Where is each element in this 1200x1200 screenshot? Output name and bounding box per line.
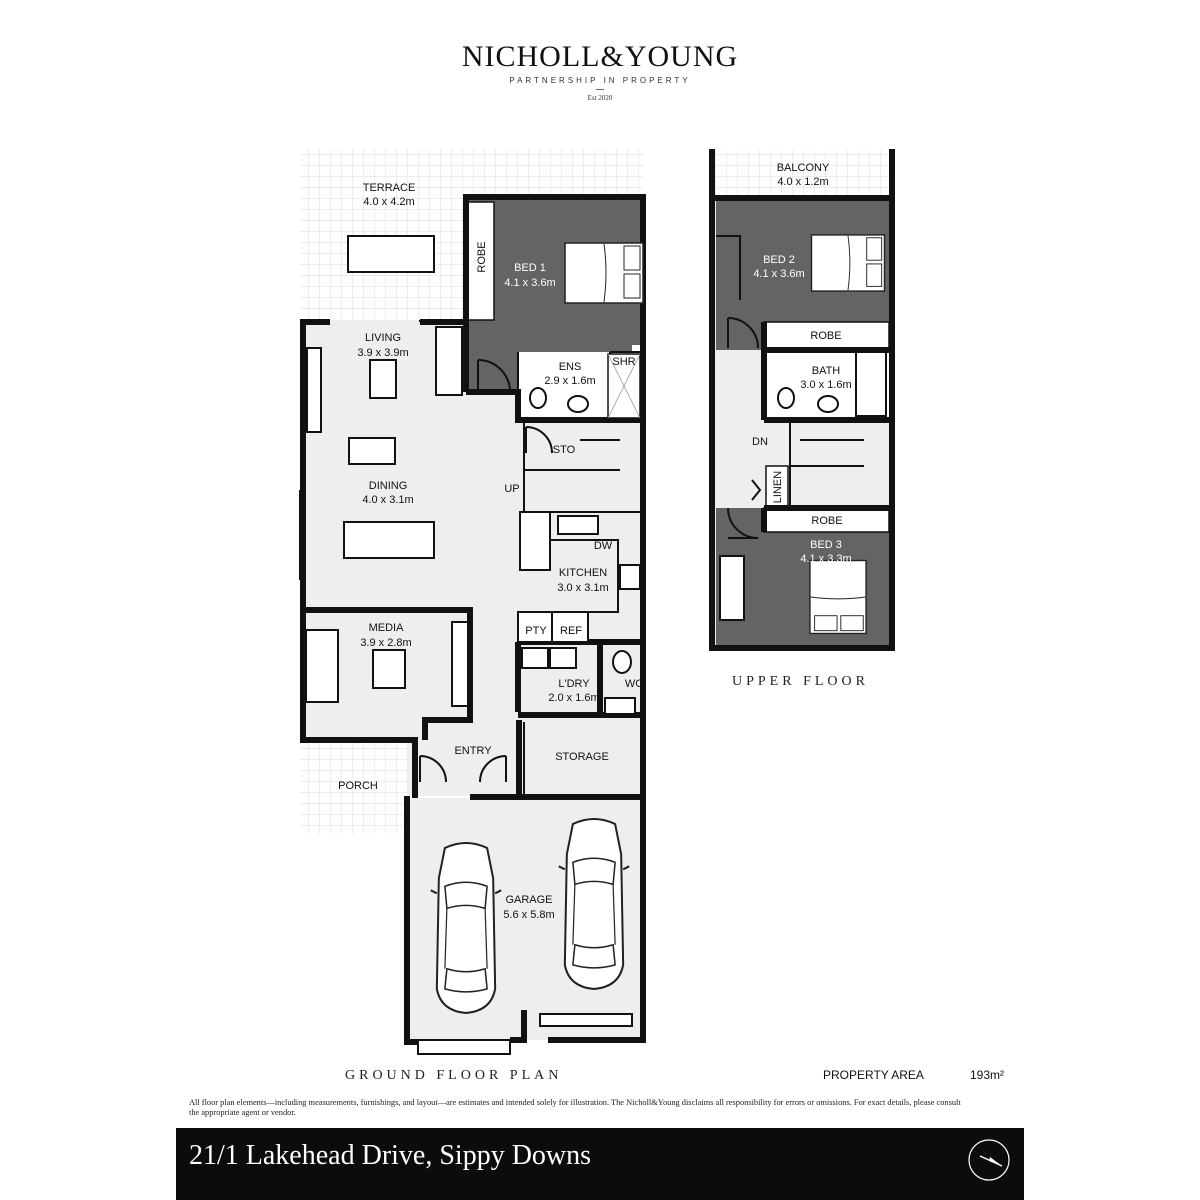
ground-fixtures [299, 235, 641, 1055]
property-address: 21/1 Lakehead Drive, Sippy Downs [189, 1140, 592, 1171]
brand-established: Est 2020 [587, 94, 613, 102]
robe-label: ROBE [476, 241, 488, 272]
upper-walls [709, 149, 895, 651]
brand-tagline: PARTNERSHIP IN PROPERTY [509, 76, 691, 85]
ground-walls [300, 194, 646, 1045]
wc-label: WC [625, 678, 643, 690]
ensuite-size: 2.9 x 1.6m [544, 375, 595, 387]
kitchen-label: KITCHEN [559, 567, 607, 579]
garage-car-left [430, 841, 502, 1014]
ground-floor: TERRACE 4.0 x 4.2m BED 1 4.1 x 3.6m ROBE… [299, 149, 646, 1055]
ground-floor-title: GROUND FLOOR PLAN [345, 1068, 563, 1083]
dining-label: DINING [369, 480, 408, 492]
garage-size: 5.6 x 5.8m [503, 909, 554, 921]
ensuite-label: ENS [559, 361, 582, 373]
bed2-bed [810, 234, 886, 292]
balcony-area [714, 150, 892, 196]
bed3-bed [809, 559, 867, 635]
brand-header: NICHOLL&YOUNG PARTNERSHIP IN PROPERTY Es… [0, 40, 1200, 102]
shower-drain-lines [607, 353, 641, 419]
fridge-label: REF [560, 625, 582, 637]
laundry-size: 2.0 x 1.6m [548, 692, 599, 704]
upper-floor: BALCONY 4.0 x 1.2m BED 2 4.1 x 3.6m ROBE… [709, 149, 895, 651]
bed3-label: BED 3 [810, 539, 842, 551]
bed2-label: BED 2 [763, 254, 795, 266]
upper-fixtures [716, 235, 887, 621]
storage-floor [520, 720, 640, 797]
robe-cabinet [465, 201, 495, 321]
kitchen-size: 3.0 x 3.1m [557, 582, 608, 594]
garage-car-right [558, 817, 630, 990]
linen-label: LINEN [772, 471, 784, 503]
property-area-label: PROPERTY AREA [823, 1068, 924, 1082]
footer-bar: 21/1 Lakehead Drive, Sippy Downs [176, 1128, 1024, 1200]
property-area-value: 193m² [970, 1068, 1005, 1082]
pantry-label: PTY [525, 625, 547, 637]
balcony-label: BALCONY [777, 162, 830, 174]
shower-label: SHR [612, 356, 635, 368]
porch-label: PORCH [338, 780, 378, 792]
storage-label: STORAGE [555, 751, 609, 763]
media-label: MEDIA [369, 622, 405, 634]
bed1-size: 4.1 x 3.6m [504, 277, 555, 289]
dishwasher-label: DW [594, 540, 613, 552]
dining-size: 4.0 x 3.1m [362, 494, 413, 506]
living-label: LIVING [365, 332, 401, 344]
stairs-up-label: UP [504, 483, 519, 495]
bath-label: BATH [812, 365, 841, 377]
brand-divider [596, 89, 604, 90]
upper-floor-title: UPPER FLOOR [732, 674, 869, 689]
terrace-size: 4.0 x 4.2m [363, 196, 414, 208]
bath-size: 3.0 x 1.6m [800, 379, 851, 391]
robe2-label: ROBE [810, 330, 841, 342]
compass-icon [968, 1139, 1010, 1181]
bed2-size: 4.1 x 3.6m [753, 268, 804, 280]
terrace-label: TERRACE [363, 182, 416, 194]
laundry-label: L'DRY [558, 678, 590, 690]
garage-label: GARAGE [505, 894, 552, 906]
robe3-label: ROBE [811, 515, 842, 527]
bed1-bed [564, 242, 644, 304]
living-size: 3.9 x 3.9m [357, 347, 408, 359]
balcony-size: 4.0 x 1.2m [777, 176, 828, 188]
brand-logo-name: NICHOLL&YOUNG [461, 40, 739, 73]
storage-cupboard-label: STO [553, 444, 576, 456]
stairs-down-label: DN [752, 436, 768, 448]
media-size: 3.9 x 2.8m [360, 637, 411, 649]
entry-label: ENTRY [454, 745, 492, 757]
porch-area [300, 738, 415, 834]
disclaimer-text: All floor plan elements—including measur… [189, 1098, 961, 1117]
bed1-label: BED 1 [514, 262, 546, 274]
bed3-size: 4.1 x 3.3m [800, 553, 851, 565]
